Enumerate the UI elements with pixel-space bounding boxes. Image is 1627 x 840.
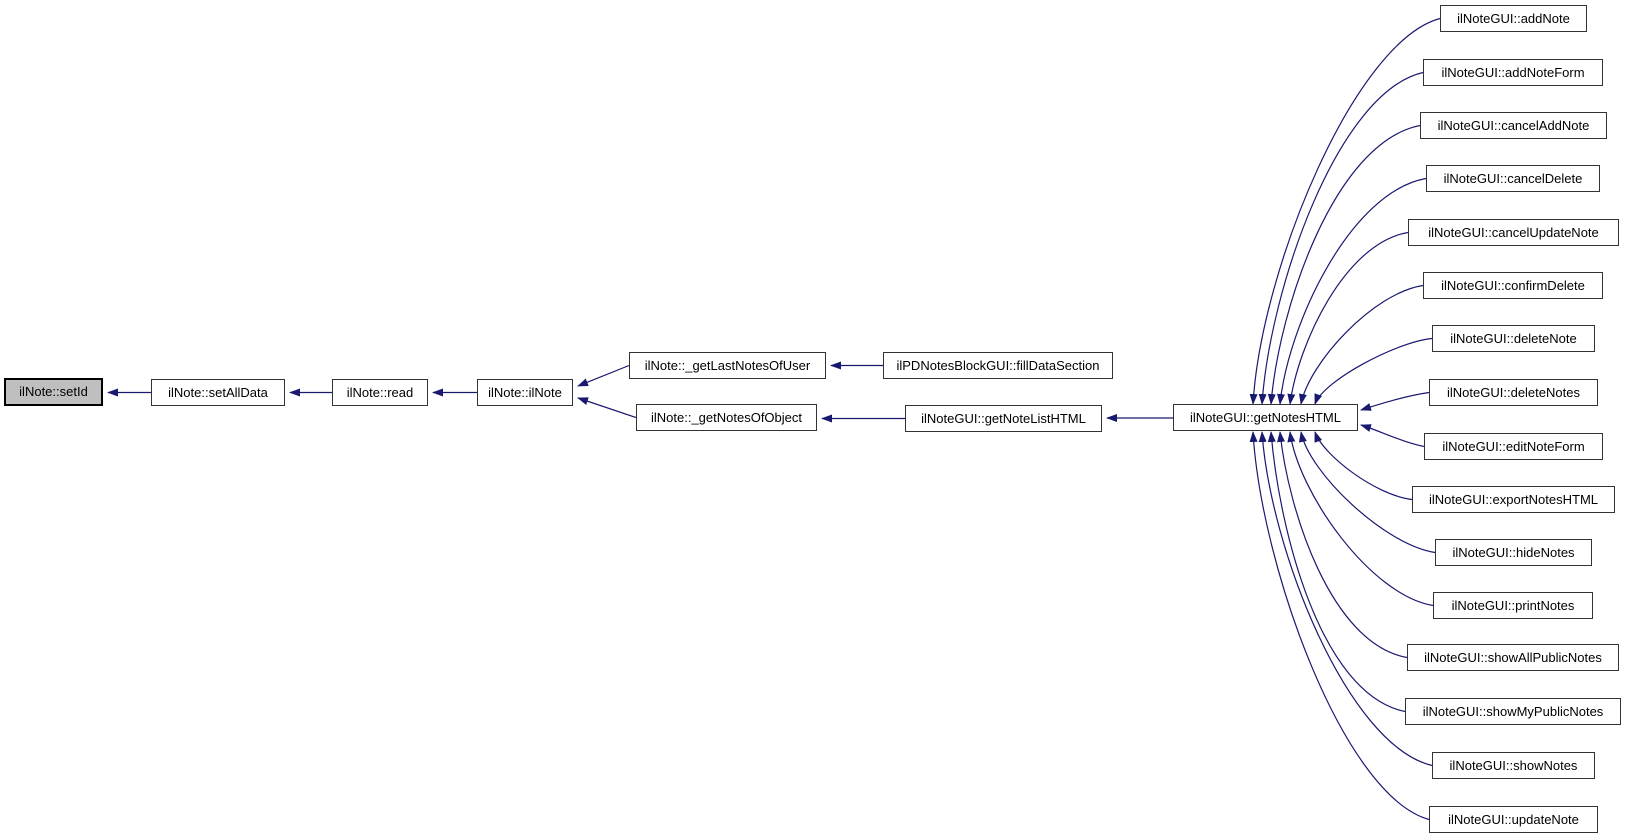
- node-ilnote-getlastnotesofuser[interactable]: ilNote::_getLastNotesOfUser: [629, 352, 826, 379]
- edge-hideNotes-to-getNotesHTML: [1299, 431, 1436, 554]
- node-ilnotegui-shownotes[interactable]: ilNoteGUI::showNotes: [1432, 752, 1595, 779]
- node-ilnotegui-exportnoteshtml[interactable]: ilNoteGUI::exportNotesHTML: [1412, 486, 1615, 513]
- edge-confirmDelete-to-getNotesHTML: [1299, 284, 1424, 405]
- edge-editNoteForm-to-getNotesHTML: [1360, 424, 1425, 448]
- node-ilpdnotesblockgui-filldatasection[interactable]: ilPDNotesBlockGUI::fillDataSection: [883, 352, 1113, 379]
- node-ilnote-ilnote[interactable]: ilNote::ilNote: [477, 379, 573, 406]
- node-ilnotegui-showallpublicnotes[interactable]: ilNoteGUI::showAllPublicNotes: [1407, 644, 1619, 671]
- node-ilnotegui-canceldelete[interactable]: ilNoteGUI::cancelDelete: [1426, 165, 1600, 192]
- node-ilnotegui-deletenotes[interactable]: ilNoteGUI::deleteNotes: [1429, 379, 1598, 406]
- edge-deleteNotes-to-getNotesHTML: [1360, 391, 1430, 411]
- edge-exportNotesHTML-to-getNotesHTML: [1314, 431, 1413, 501]
- node-ilnotegui-showmypublicnotes[interactable]: ilNoteGUI::showMyPublicNotes: [1405, 698, 1621, 725]
- node-ilnotegui-canceladdnote[interactable]: ilNoteGUI::cancelAddNote: [1420, 112, 1607, 139]
- edge-cancelUpdateNote-to-getNotesHTML: [1287, 231, 1409, 405]
- node-ilnotegui-confirmdelete[interactable]: ilNoteGUI::confirmDelete: [1423, 272, 1603, 299]
- edge-cancelAddNote-to-getNotesHTML: [1267, 124, 1421, 405]
- edge-showMyPublicNotes-to-getNotesHTML: [1267, 431, 1406, 713]
- edge-printNotes-to-getNotesHTML: [1287, 431, 1434, 607]
- node-ilnotegui-addnote[interactable]: ilNoteGUI::addNote: [1440, 5, 1587, 32]
- node-ilnotegui-deletenote[interactable]: ilNoteGUI::deleteNote: [1432, 325, 1595, 352]
- node-ilnote-getnotesofobject[interactable]: ilNote::_getNotesOfObject: [636, 404, 817, 431]
- node-ilnotegui-hidenotes[interactable]: ilNoteGUI::hideNotes: [1435, 539, 1592, 566]
- edge-addNoteForm-to-getNotesHTML: [1258, 71, 1424, 405]
- edge-deleteNote-to-getNotesHTML: [1314, 337, 1433, 405]
- edge-getLastNotesOfUser-to-ilNote: [577, 364, 630, 387]
- node-ilnotegui-getnoteshtml[interactable]: ilNoteGUI::getNotesHTML: [1173, 404, 1358, 431]
- edge-showAllPublicNotes-to-getNotesHTML: [1277, 431, 1408, 659]
- edge-showNotes-to-getNotesHTML: [1258, 431, 1433, 767]
- node-ilnotegui-printnotes[interactable]: ilNoteGUI::printNotes: [1433, 592, 1593, 619]
- edge-addNote-to-getNotesHTML: [1249, 17, 1441, 405]
- edge-getNotesOfObject-to-ilNote: [577, 397, 637, 419]
- node-ilnotegui-addnoteform[interactable]: ilNoteGUI::addNoteForm: [1423, 59, 1603, 86]
- edge-cancelDelete-to-getNotesHTML: [1277, 177, 1427, 405]
- node-ilnotegui-updatenote[interactable]: ilNoteGUI::updateNote: [1429, 806, 1598, 833]
- node-ilnote-setid[interactable]: ilNote::setId: [4, 378, 103, 406]
- node-ilnote-setalldata[interactable]: ilNote::setAllData: [151, 379, 285, 406]
- node-ilnotegui-getnotelisthtml[interactable]: ilNoteGUI::getNoteListHTML: [905, 405, 1102, 432]
- node-ilnote-read[interactable]: ilNote::read: [332, 379, 428, 406]
- edge-updateNote-to-getNotesHTML: [1249, 431, 1430, 821]
- node-ilnotegui-cancelupdatenote[interactable]: ilNoteGUI::cancelUpdateNote: [1408, 219, 1619, 246]
- node-ilnotegui-editnoteform[interactable]: ilNoteGUI::editNoteForm: [1424, 433, 1603, 460]
